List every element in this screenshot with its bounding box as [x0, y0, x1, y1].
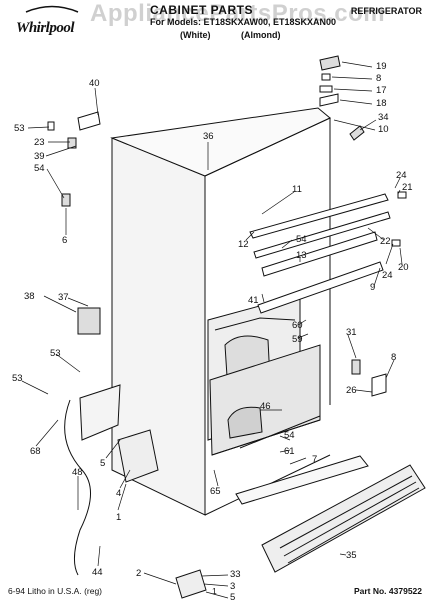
callout-label: 31: [346, 327, 357, 338]
callout-label: 13: [296, 250, 307, 261]
callout-label: 7: [312, 454, 317, 465]
crisper-rails: [249, 193, 391, 314]
callout-label: 54: [284, 430, 295, 441]
callout-label: 60: [292, 320, 303, 331]
callout-label: 11: [292, 184, 302, 195]
callout-label: 3: [230, 581, 235, 592]
callout-label: 9: [370, 282, 375, 293]
callout-label: 48: [72, 467, 83, 478]
variant-white: (White): [180, 30, 211, 40]
callout-label: 18: [376, 98, 387, 109]
callout-label: 12: [238, 239, 249, 250]
callout-label: 53: [12, 373, 23, 384]
callout-label: 54: [34, 163, 45, 174]
callout-label: 24: [396, 170, 407, 181]
cabinet-shell: [110, 107, 331, 516]
callout-label: 23: [34, 137, 45, 148]
part-number: Part No. 4379522: [353, 586, 422, 596]
leader-lines: [21, 61, 403, 599]
color-variants: (White) (Almond): [180, 30, 309, 40]
model-list: For Models: ET18SKXAW00, ET18SKXAN00: [150, 17, 337, 27]
variant-almond: (Almond): [241, 30, 281, 40]
callout-label: 22: [380, 236, 391, 247]
callout-label: 39: [34, 151, 45, 162]
callout-label: 41: [248, 295, 259, 306]
watermark-text: AppliancePartsPros.com: [90, 0, 386, 27]
callout-label: 4: [116, 488, 121, 499]
callout-label: 17: [376, 85, 387, 96]
callout-label: 65: [210, 486, 221, 497]
callout-label: 53: [14, 123, 25, 134]
callout-label: 26: [346, 385, 357, 396]
brand-name: Whirlpool: [16, 20, 75, 36]
right-components: [319, 55, 407, 397]
callout-label: 1: [116, 512, 121, 523]
callout-label: 20: [398, 262, 409, 273]
callout-label: 10: [378, 124, 389, 135]
callout-label: 59: [292, 334, 303, 345]
callout-label: 19: [376, 61, 387, 72]
logo-swoosh-icon: [25, 5, 79, 13]
callout-label: 38: [24, 291, 35, 302]
callout-label: 8: [376, 73, 381, 84]
page-number: 1: [212, 586, 217, 596]
callout-label: 33: [230, 569, 241, 580]
callout-label: 21: [402, 182, 413, 193]
callout-label: 37: [58, 292, 69, 303]
callout-label: 44: [92, 567, 103, 578]
callout-label: 34: [378, 112, 389, 123]
callout-label: 68: [30, 446, 41, 457]
litho-note: 6-94 Litho in U.S.A. (reg): [8, 586, 103, 596]
callout-label: 61: [284, 446, 295, 457]
appliance-category: REFRIGERATOR: [350, 6, 422, 16]
callout-label: 5: [100, 458, 105, 469]
callout-label: 46: [260, 401, 271, 412]
callout-label: 8: [391, 352, 396, 363]
callout-label: 35: [346, 550, 357, 561]
page-title: CABINET PARTS: [150, 3, 253, 17]
callout-label: 54: [296, 234, 307, 245]
brand-logo: Whirlpool: [6, 4, 92, 36]
callout-label: 6: [62, 235, 67, 246]
callout-label: 53: [50, 348, 61, 359]
left-components: [47, 111, 207, 599]
callout-label: 5: [230, 592, 235, 600]
page-header: Whirlpool AppliancePartsPros.com CABINET…: [0, 0, 432, 44]
callout-numbers: 19 8 17 18 34 10 40 53 23 39 54 36 6 11 …: [12, 61, 413, 600]
callout-label: 24: [382, 270, 393, 281]
lower-grille: [235, 455, 426, 573]
callout-label: 2: [136, 568, 141, 579]
callout-label: 36: [203, 131, 214, 142]
callout-label: 40: [89, 78, 100, 89]
